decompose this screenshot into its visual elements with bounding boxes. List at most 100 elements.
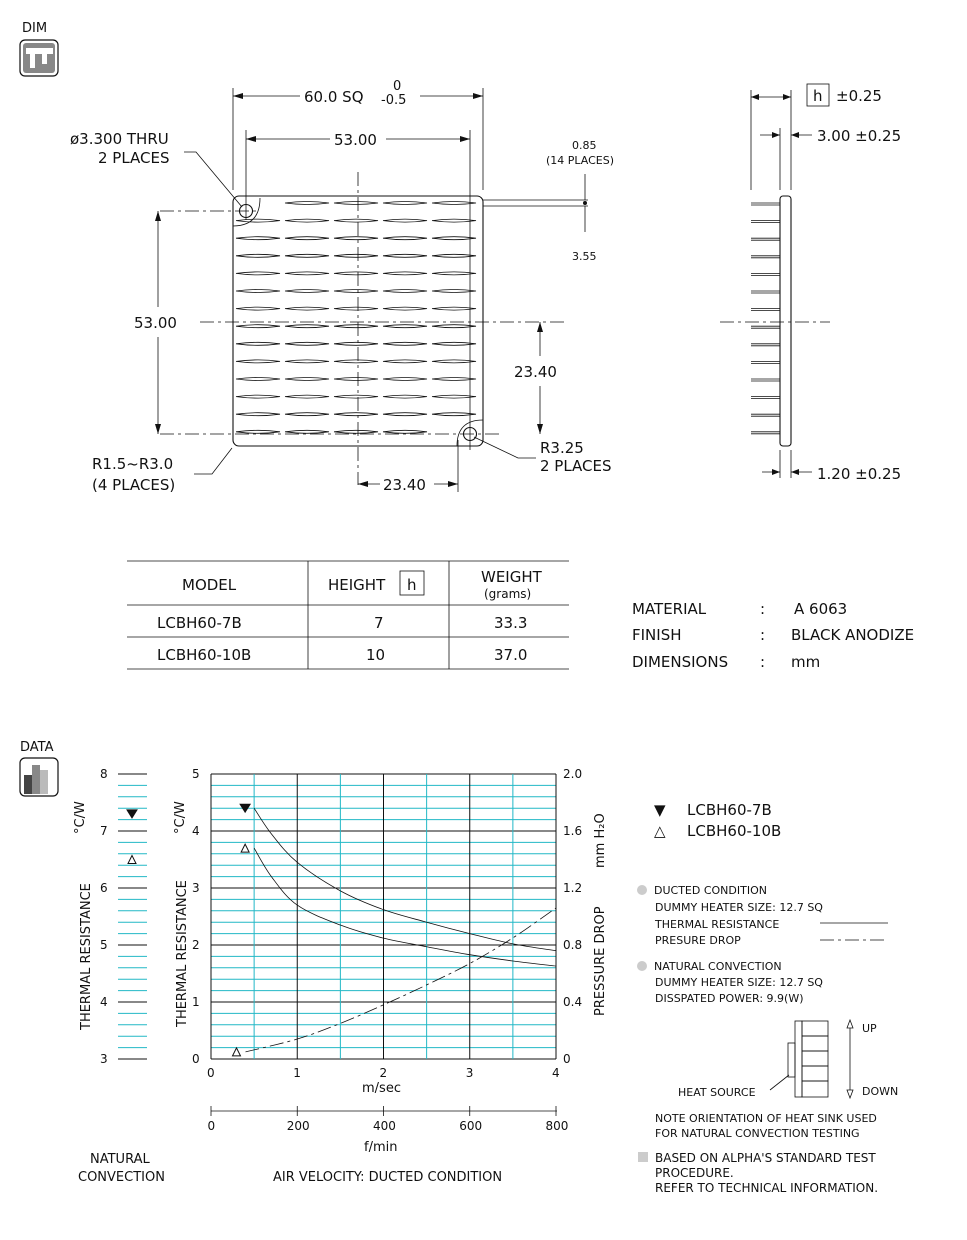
- legend-7b-label: LCBH60-7B: [687, 801, 772, 819]
- side-h-box: [806, 83, 830, 107]
- table-cell-height-1: 7: [374, 614, 384, 632]
- side-base-dim: 3.00 ±0.25: [817, 127, 901, 145]
- natural-heater: DUMMY HEATER SIZE: 12.7 SQ: [655, 976, 823, 989]
- fin-slot: [333, 289, 379, 293]
- fin-slot: [431, 359, 477, 364]
- based-line3: REFER TO TECHNICAL INFORMATION.: [655, 1181, 878, 1195]
- note-line1: NOTE ORIENTATION OF HEAT SINK USED: [655, 1112, 877, 1125]
- spec-finish-label: FINISH: [632, 626, 682, 644]
- fin-slot: [382, 218, 428, 223]
- fin-slot: [235, 377, 281, 381]
- fin-slot: [431, 253, 477, 258]
- duct-marker-LCBH60-7B: [239, 803, 252, 814]
- duct-ytick: 0: [192, 1052, 200, 1066]
- fin-slot: [431, 236, 477, 241]
- fin-slot: [382, 377, 428, 381]
- fin-slot: [431, 377, 477, 381]
- nat-ytick: 4: [100, 995, 108, 1009]
- nat-ytick: 5: [100, 938, 108, 952]
- fin-slot: [333, 394, 379, 399]
- nat-ytick: 8: [100, 767, 108, 781]
- fin-slot: [333, 429, 379, 434]
- fin-slot: [235, 306, 281, 311]
- table-header-weight-unit: (grams): [484, 587, 531, 601]
- fin-slot: [235, 253, 281, 258]
- r325-note: R3.25: [540, 439, 584, 457]
- spec-dimensions-sep: :: [760, 653, 765, 671]
- table-cell-height-2: 10: [366, 646, 385, 664]
- duct-x2tick: 400: [373, 1119, 396, 1133]
- note-line2: FOR NATURAL CONVECTION TESTING: [655, 1127, 860, 1140]
- width-tol-upper: 0: [393, 79, 401, 94]
- hole-note-line2: 2 PLACES: [98, 149, 170, 167]
- spec-dimensions-label: DIMENSIONS: [632, 653, 728, 671]
- side-fin-dim: 1.20 ±0.25: [817, 465, 901, 483]
- fin-slot: [333, 412, 379, 417]
- table-cell-model-1: LCBH60-7B: [157, 614, 242, 632]
- duct-xlabel: m/sec: [362, 1081, 401, 1096]
- fin-slot: [431, 306, 477, 311]
- duct-y2tick: 1.6: [563, 824, 582, 838]
- duct-xtick: 3: [466, 1066, 474, 1080]
- fin-slot: [284, 341, 330, 346]
- fin-slot: [284, 377, 330, 381]
- spec-finish-value: BLACK ANODIZE: [791, 626, 914, 644]
- fin-slot-grid: [235, 201, 477, 434]
- duct-x2tick: 800: [546, 1119, 569, 1133]
- legend-thermal-label: THERMAL RESISTANCE: [654, 918, 779, 931]
- legend-10b-symbol: △: [654, 822, 666, 840]
- duct-title: AIR VELOCITY: DUCTED CONDITION: [273, 1170, 502, 1185]
- side-h-label: h: [813, 87, 823, 105]
- fin-slot: [382, 306, 428, 311]
- fin-slot: [333, 271, 379, 276]
- fin-slot: [235, 236, 281, 241]
- fin-slot: [382, 289, 428, 293]
- fin-slot: [235, 394, 281, 399]
- table-cell-weight-2: 37.0: [494, 646, 527, 664]
- fin-slot: [382, 412, 428, 417]
- fin-slot: [333, 236, 379, 241]
- spec-table: [127, 560, 569, 670]
- width-dim-text: 60.0 SQ: [304, 88, 364, 106]
- corner-radius-note: R1.5~R3.0: [92, 455, 173, 473]
- width-tol-lower: -0.5: [381, 93, 406, 108]
- dim-label: DIM: [22, 21, 47, 36]
- legend-10b-label: LCBH60-10B: [687, 822, 781, 840]
- fin-slot: [284, 324, 330, 329]
- fin-thickness-value: 0.85: [572, 139, 597, 152]
- orientation-sketch: [769, 1018, 854, 1100]
- based-line1: BASED ON ALPHA'S STANDARD TEST: [655, 1151, 876, 1165]
- fin-slot: [333, 306, 379, 311]
- fin-slot: [333, 253, 379, 258]
- natural-title: NATURAL CONVECTION: [654, 960, 782, 973]
- table-header-weight: WEIGHT: [481, 568, 543, 586]
- fin-slot: [431, 289, 477, 293]
- ducted-chart: [210, 773, 557, 1060]
- heatsink-side-view: [720, 195, 830, 447]
- fin-slot: [235, 429, 281, 434]
- fin-slot: [284, 201, 330, 205]
- fin-slot: [431, 271, 477, 276]
- bullet-icon: [637, 885, 647, 895]
- spec-material-value: A 6063: [794, 600, 847, 618]
- fin-slot: [431, 218, 477, 223]
- duct-yunit: °C/W: [173, 801, 188, 834]
- spec-material-label: MATERIAL: [632, 600, 707, 618]
- duct-x2tick: 0: [208, 1119, 216, 1133]
- corner-radius-count: (4 PLACES): [92, 476, 175, 494]
- duct-xtick: 4: [552, 1066, 560, 1080]
- fin-slot: [284, 394, 330, 399]
- duct-marker-LCBH60-10B: [240, 842, 250, 853]
- spec-finish-sep: :: [760, 626, 765, 644]
- fin-slot: [382, 429, 428, 434]
- duct-y2tick: 0.4: [563, 995, 582, 1009]
- fin-slot: [382, 324, 428, 329]
- legend-pressure-label: PRESURE DROP: [655, 934, 741, 947]
- fin-slot: [333, 377, 379, 381]
- ducted-title: DUCTED CONDITION: [654, 884, 767, 897]
- heatsink-front-view: [160, 130, 565, 485]
- fin-slot: [431, 324, 477, 329]
- duct-y2label: PRESSURE DROP: [593, 906, 608, 1016]
- spec-dimensions-value: mm: [791, 653, 820, 671]
